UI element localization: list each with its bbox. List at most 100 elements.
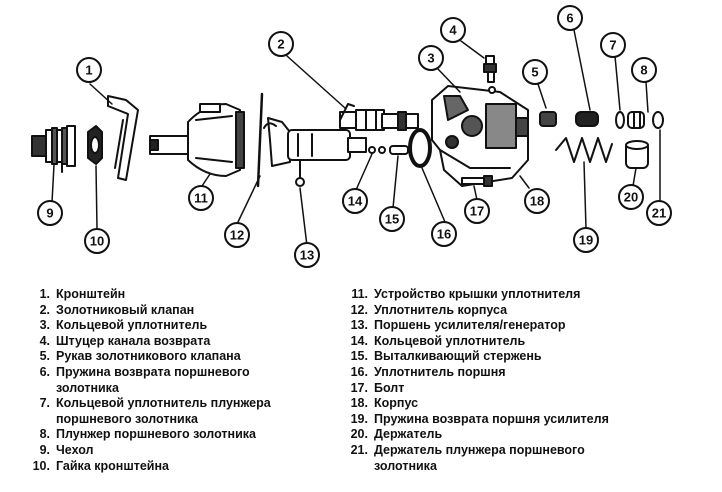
callout-8 [631,57,657,83]
legend-item: 21. Держатель плунжера поршневого [346,443,718,459]
legend-text: Штуцер канала возврата [56,333,211,348]
part-housing [431,85,529,187]
legend-number: 7. [39,396,50,411]
callout-label: 4 [449,23,457,38]
leader-lines [51,29,661,247]
legend-right: 11.Устройство крышки уплотнителя 12. Упло… [346,287,718,474]
callout-label: 15 [385,212,399,227]
callout-3 [418,45,444,71]
legend-item-continuation: золотника [346,459,718,475]
callout-1 [76,57,102,83]
legend-number: 6. [39,364,50,379]
legend-number: 19. [350,411,368,426]
part-housing-seal [256,92,264,188]
legend-text: Выталкивающий стержень [374,349,542,364]
legend-text: Кольцевой уплотнитель плунжера [56,396,271,411]
callout-label: 7 [609,38,616,53]
legend-text: Кольцевой уплотнитель [56,318,208,333]
callout-15 [379,206,405,232]
callout-18 [524,188,550,214]
callout-label: 6 [566,11,573,26]
legend-number: 3. [39,318,50,333]
callout-12 [224,222,250,248]
legend-number: 20. [350,427,368,442]
part-plunger [627,111,645,129]
legend-text: Уплотнитель корпуса [374,302,508,317]
legend-text: Болт [374,380,405,395]
legend-item: 1. Кронштейн [28,287,338,303]
legend-number: 9. [39,442,50,457]
legend-number: 1. [39,287,50,301]
callout-label: 5 [531,65,538,80]
legend-text: Кронштейн [56,287,126,301]
callout-19 [573,227,599,253]
callout-label: 3 [427,51,434,66]
callout-label: 21 [652,206,666,221]
exploded-view-diagram: 1 2 3 4 5 6 7 8 9 10 11 12 13 14 15 16 1… [31,5,672,268]
legend-item: 14. Кольцевой уплотнитель [346,334,718,350]
legend-text: Пружина возврата поршня усилителя [374,411,609,426]
legend-number: 17. [350,380,368,395]
legend-number: 4. [39,333,50,348]
legend-text: Кольцевой уплотнитель [374,333,526,348]
legend-text: Поршень усилителя/генератор [374,318,566,333]
legend-number: 21. [350,442,368,457]
callout-11 [188,185,214,211]
part-return-spring-piston [555,137,613,163]
callout-label: 10 [90,234,104,249]
legend-item: 17. Болт [346,381,718,397]
callout-6 [557,5,583,31]
legend-number: 10. [32,458,50,473]
legend-number: 12. [350,302,368,317]
legend-item: 11.Устройство крышки уплотнителя [346,287,718,303]
part-retainer [625,140,649,169]
legend-number: 16. [350,364,368,379]
legend-text: Золотниковый клапан [56,302,195,317]
legend-item: 4. Штуцер канала возврата [28,334,338,350]
legend-number: 13. [350,318,368,333]
part-valve-sleeve [539,111,557,127]
part-seal-cap [149,103,245,177]
legend-item: 19. Пружина возврата поршня усилителя [346,412,718,428]
legend-number: 14. [350,333,368,348]
part-return-fitting [483,55,497,94]
part-return-spring-spool [575,111,599,127]
part-o-ring-plunger [615,111,625,129]
callout-label: 17 [470,204,484,219]
legend-text: Плунжер поршневого золотника [56,427,256,442]
callout-9 [37,200,63,226]
part-piston-seal [408,128,432,168]
legend-number: 11. [351,287,368,301]
legend-item: 13. Поршень усилителя/генератор [346,318,718,334]
callout-label: 16 [437,227,451,242]
part-o-ring-small [368,146,386,154]
legend-item: 20. Держатель [346,427,718,443]
callout-5 [522,59,548,85]
legend-text: Держатель [374,427,443,442]
callout-20 [618,184,644,210]
callout-label: 2 [277,37,284,52]
legend-item: 8. Плунжер поршневого золотника [28,427,338,443]
legend-item: 16.Уплотнитель поршня [346,365,718,381]
legend-text: Пружина возврата поршневого [56,364,250,379]
legend-text: Держатель плунжера поршневого [374,442,585,457]
callout-label: 1 [85,63,92,78]
callout-21 [646,200,672,226]
legend-item-continuation: золотника [28,381,338,397]
legend-item: 15.Выталкивающий стержень [346,349,718,365]
callout-7 [600,32,626,58]
callout-label: 12 [230,228,244,243]
legend-number: 8. [39,427,50,442]
legend-item: 7. Кольцевой уплотнитель плунжера [28,396,338,412]
legend-text: Рукав золотникового клапана [56,349,241,364]
callout-17 [464,198,490,224]
callout-label: 19 [579,233,593,248]
legend-item: 18.Корпус [346,396,718,412]
legend-item: 9. Чехол [28,443,338,459]
callout-14 [342,188,368,214]
part-spool-valve [339,103,419,131]
callout-10 [84,228,110,254]
legend-text: Чехол [56,442,94,457]
legend-text-continuation: золотника [374,458,437,473]
callout-2 [268,31,294,57]
